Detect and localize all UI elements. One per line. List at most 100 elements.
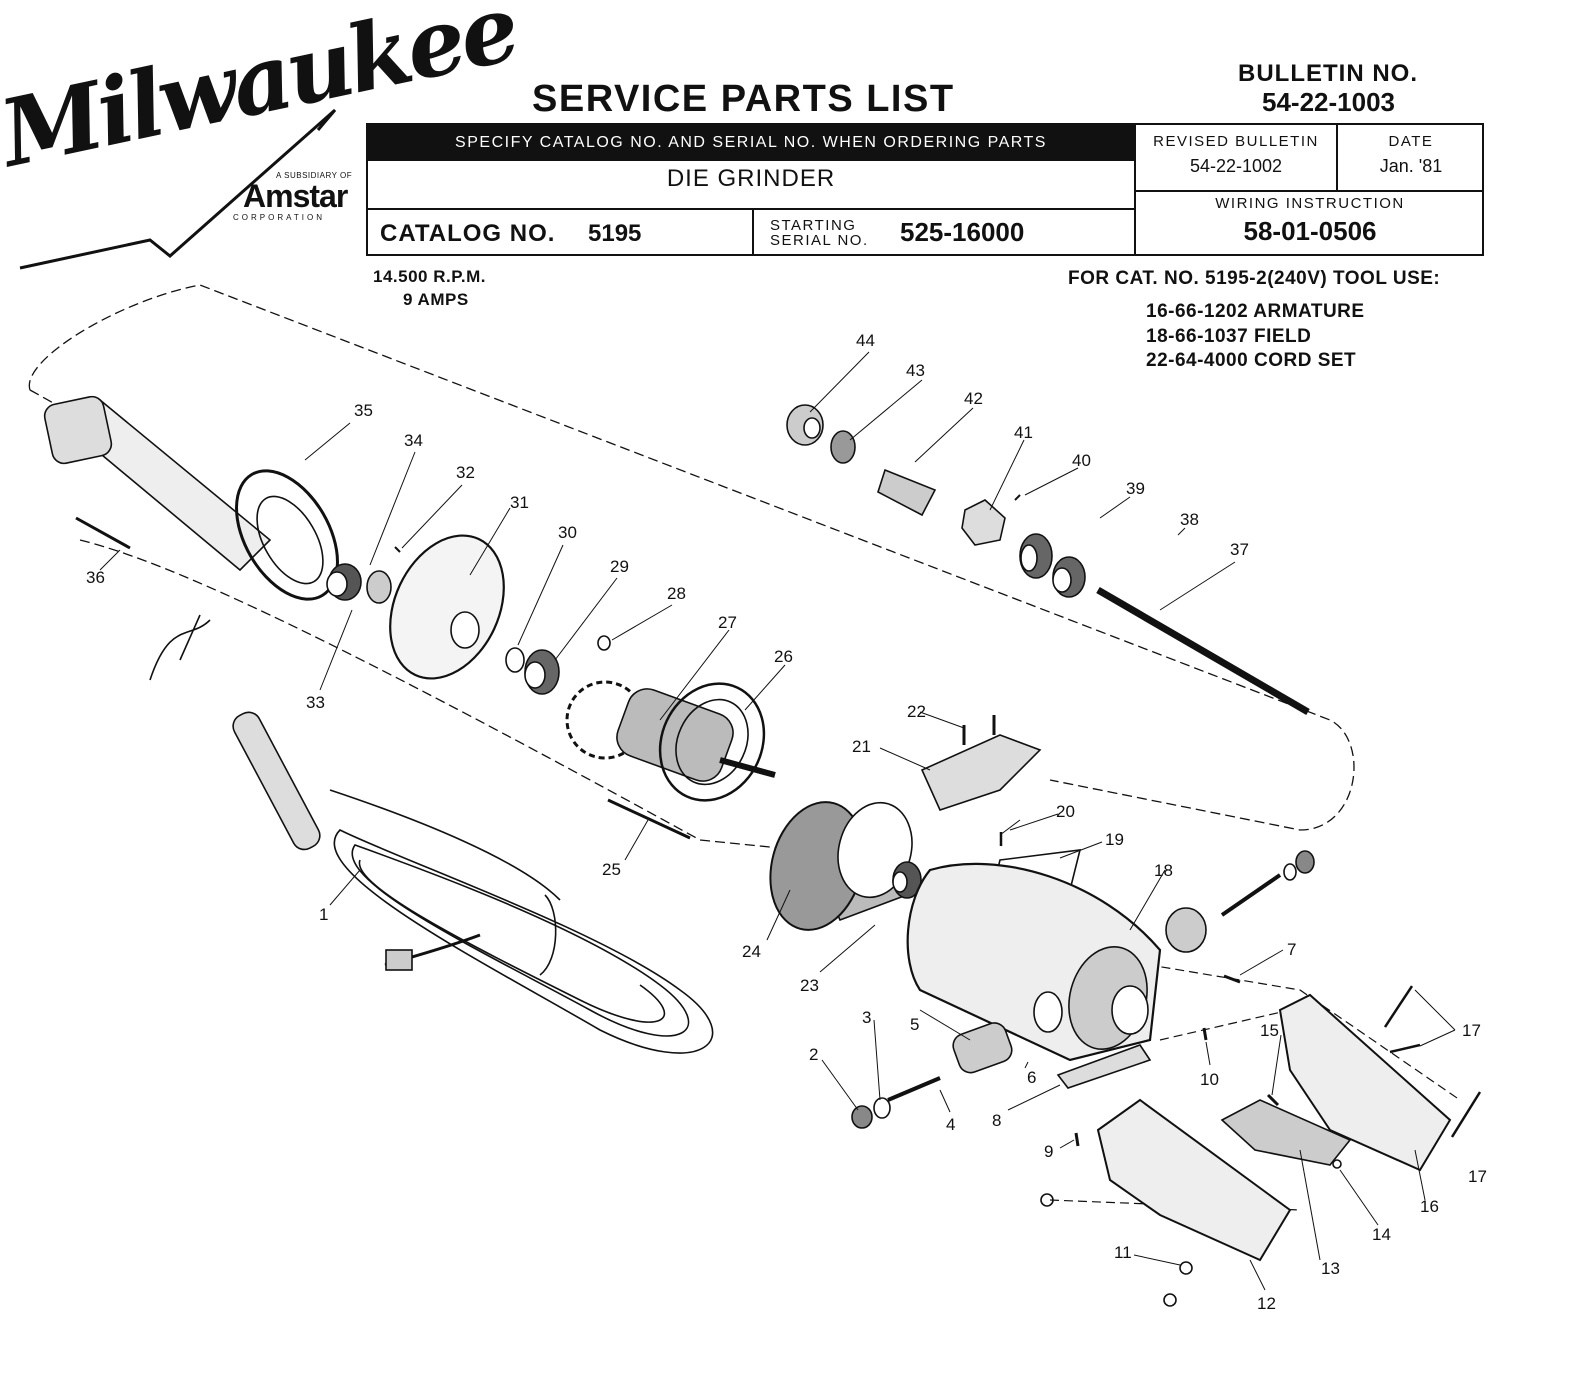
part-14-nut: [1332, 1159, 1342, 1169]
rpm-spec: 14.500 R.P.M.: [373, 267, 486, 286]
part-27-armature-fan: [565, 680, 776, 782]
header-divider: [366, 208, 1136, 210]
date-label: DATE: [1388, 133, 1434, 150]
order-note-bar: SPECIFY CATALOG NO. AND SERIAL NO. WHEN …: [368, 125, 1134, 161]
starting-serial-label: STARTING SERIAL NO.: [770, 218, 869, 248]
header-divider-vertical: [752, 208, 754, 256]
callout-15: 15: [1260, 1021, 1279, 1040]
callout-27: 27: [718, 613, 737, 632]
part-3-washer: [873, 1097, 891, 1119]
handle-assembly-lines: [1049, 959, 1461, 1211]
callout-14: 14: [1372, 1225, 1391, 1244]
part-38-bearing: [1052, 556, 1086, 598]
starting-serial-number: 525-16000: [900, 217, 1025, 247]
part-24-field: [769, 801, 922, 931]
callout-13: 13: [1321, 1259, 1340, 1278]
callout-18: 18: [1154, 861, 1173, 880]
part-29-bearing: [524, 649, 560, 695]
header-right-box: [1134, 123, 1484, 256]
callout-41: 41: [1014, 423, 1033, 442]
part-11-nut-second: [1163, 1293, 1177, 1307]
brush-holder-right: [1165, 850, 1315, 953]
part-17-screws: [1383, 985, 1482, 1138]
part-30-washer: [505, 647, 525, 673]
amstar-logo: Amstar: [243, 178, 348, 214]
callout-19: 19: [1105, 830, 1124, 849]
assembly-line-lower: [79, 539, 901, 861]
callout-31: 31: [510, 493, 529, 512]
logo-lightning-mark: [19, 108, 337, 270]
catalog-number: 5195: [588, 220, 642, 247]
part-44-collet-nut: [786, 404, 824, 446]
callout-7: 7: [1287, 940, 1296, 959]
part-23-bearing: [892, 861, 922, 899]
callout-26: 26: [774, 647, 793, 666]
callout-10: 10: [1200, 1070, 1219, 1089]
part-15-screw: [1266, 1093, 1280, 1107]
part-43-collet: [830, 430, 856, 464]
part-13-switch: [1220, 1099, 1352, 1166]
callout-43: 43: [906, 361, 925, 380]
callout-35: 35: [354, 401, 373, 420]
callout-17-lower: 17: [1468, 1167, 1487, 1186]
catalog-label: CATALOG NO.: [380, 220, 556, 247]
callout-40: 40: [1072, 451, 1091, 470]
header-right-divider-vertical: [1336, 123, 1338, 190]
handle-nut: [1040, 1193, 1054, 1207]
part-26-baffle: [658, 682, 766, 802]
part-11-nut: [1179, 1261, 1193, 1275]
date-value: Jan. '81: [1379, 156, 1443, 176]
callout-1: 1: [319, 905, 328, 924]
revised-bulletin-number: 54-22-1002: [1189, 156, 1283, 176]
callout-36: 36: [86, 568, 105, 587]
part-9-screw: [1074, 1132, 1080, 1147]
part-7-screw: [1223, 974, 1241, 984]
callout-12: 12: [1257, 1294, 1276, 1313]
240v-note-cord-set: 22-64-4000 CORD SET: [1146, 350, 1357, 371]
callout-22: 22: [907, 702, 926, 721]
part-10-screw: [1202, 1027, 1208, 1041]
revised-bulletin-label: REVISED BULLETIN: [1153, 133, 1319, 150]
callout-32: 32: [456, 463, 475, 482]
callout-2: 2: [809, 1045, 818, 1064]
240v-note-field: 18-66-1037 FIELD: [1146, 326, 1312, 347]
header-right-divider: [1134, 190, 1484, 192]
callout-34: 34: [404, 431, 423, 450]
callout-29: 29: [610, 557, 629, 576]
part-8-plate: [1056, 1044, 1152, 1089]
part-12-handle-half: [1096, 1098, 1292, 1262]
callout-8: 8: [992, 1111, 1001, 1130]
starting-label-line-1: STARTING: [770, 217, 857, 234]
part-31-end-plate: [389, 534, 505, 680]
240v-note-heading: FOR CAT. NO. 5195-2(240V) TOOL USE:: [1068, 268, 1441, 289]
starting-label-line-2: SERIAL NO.: [770, 232, 869, 249]
part-22-screws: [962, 715, 996, 745]
callout-23: 23: [800, 976, 819, 995]
part-16-handle-half: [1278, 993, 1452, 1172]
page-title: SERVICE PARTS LIST: [532, 78, 955, 120]
callout-21: 21: [852, 737, 871, 756]
240v-note-armature: 16-66-1202 ARMATURE: [1146, 301, 1365, 322]
part-callouts: 1 2 3 4 5 6 7 8 9 10 11 12 13 14 15 16 1…: [86, 331, 1487, 1313]
wiring-instruction-label: WIRING INSTRUCTION: [1215, 195, 1405, 212]
amps-spec: 9 AMPS: [403, 290, 469, 309]
callout-42: 42: [964, 389, 983, 408]
callout-37: 37: [1230, 540, 1249, 559]
part-25-screw: [607, 798, 691, 840]
part-4-brush: [887, 1076, 941, 1102]
callout-24: 24: [742, 942, 761, 961]
part-32-key: [394, 546, 401, 553]
part-6-brush-holder: [952, 1022, 1013, 1074]
part-21-bracket: [920, 734, 1042, 811]
part-39-bearing: [1019, 533, 1053, 579]
part-40-key: [1014, 494, 1021, 501]
subsidiary-text: A SUBSIDIARY OF: [276, 171, 353, 180]
leader-lines: [99, 351, 1456, 1291]
part-2-brush-cap: [851, 1105, 873, 1129]
part-35-front-housing: [43, 395, 339, 601]
callout-17-upper: 17: [1462, 1021, 1481, 1040]
callout-28: 28: [667, 584, 686, 603]
part-37-spindle: [1096, 586, 1310, 716]
callout-44: 44: [856, 331, 875, 350]
